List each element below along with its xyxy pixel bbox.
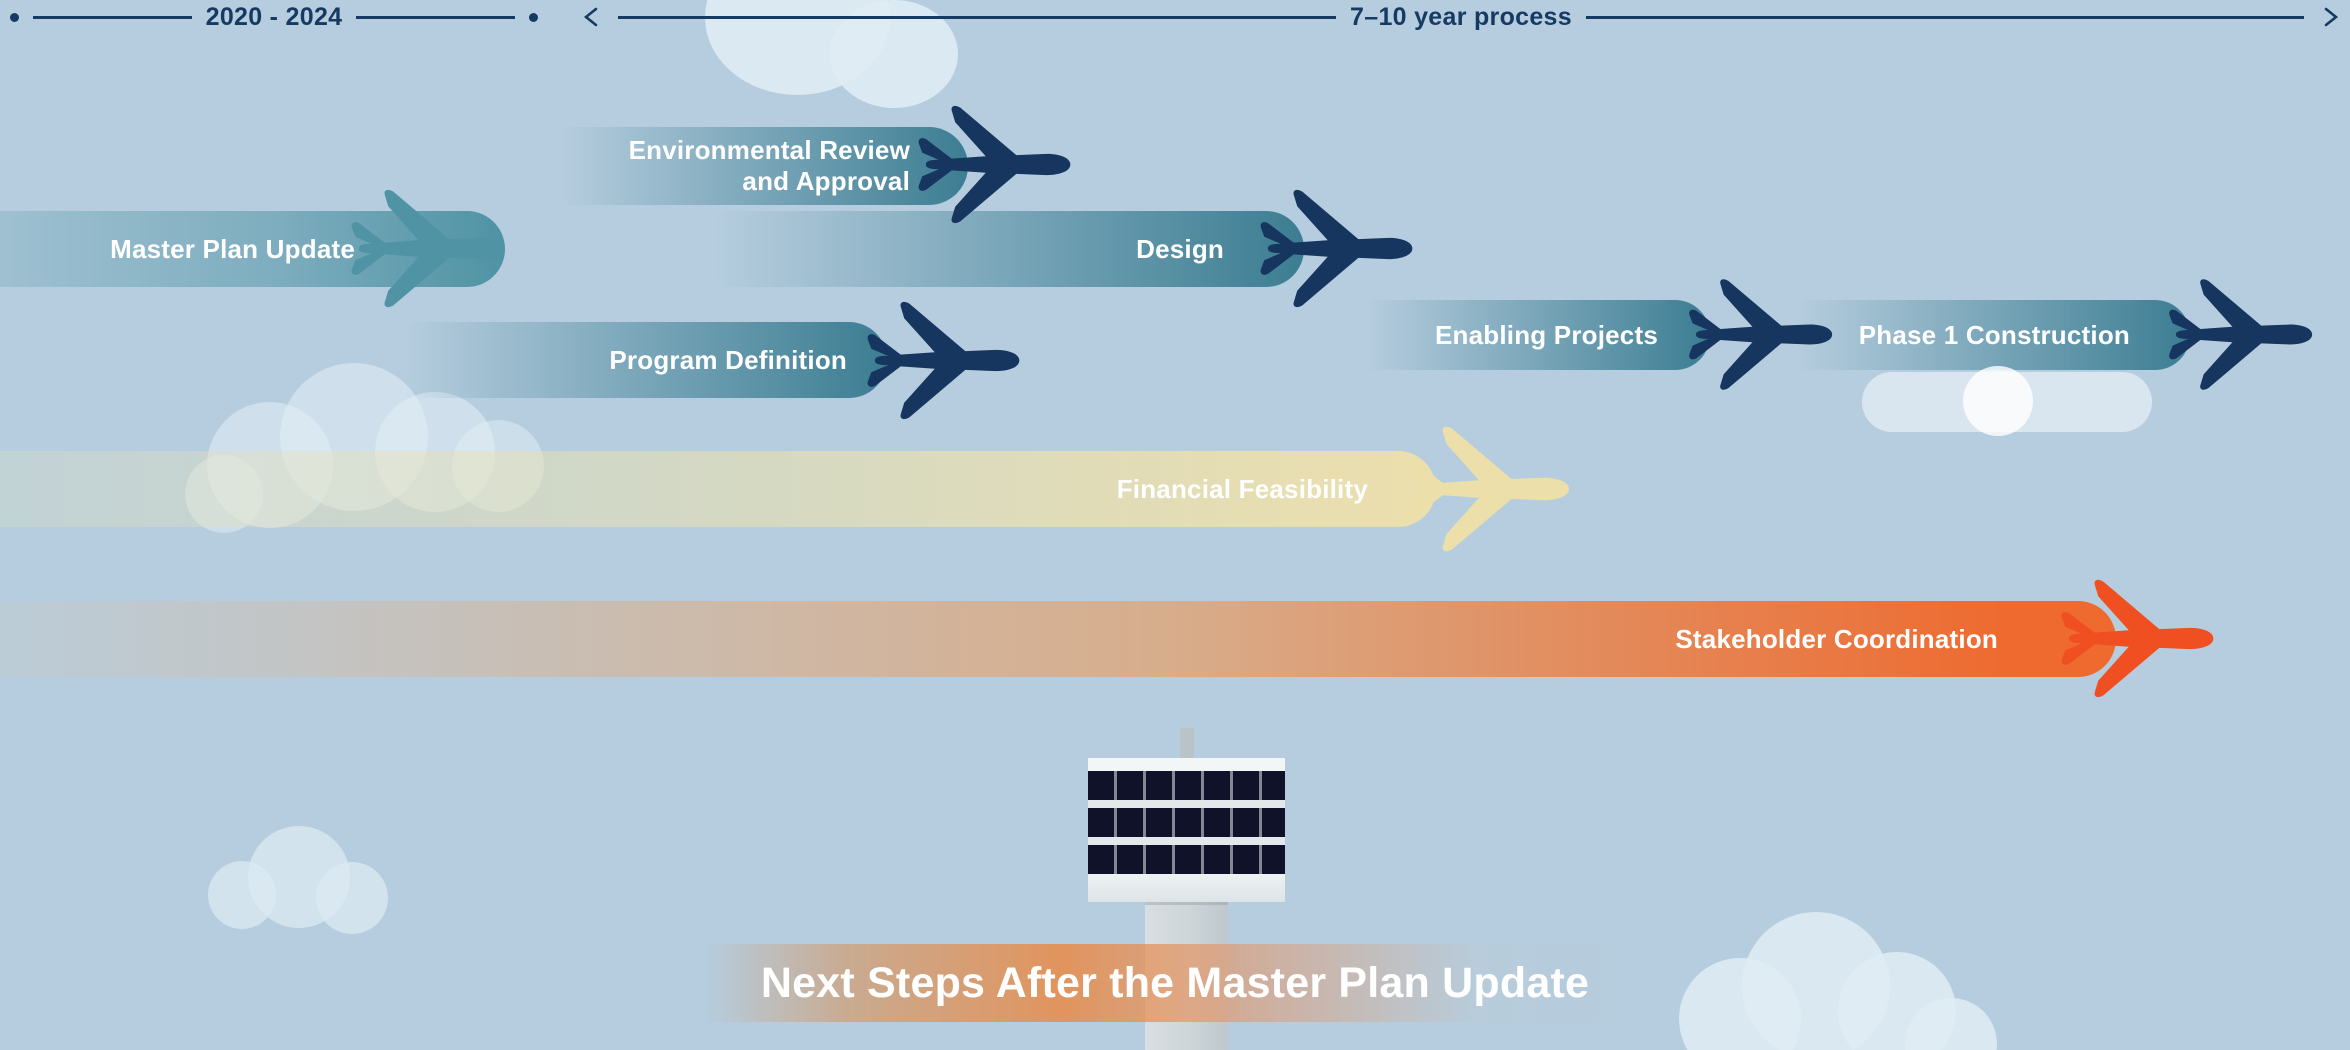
timeline-2020-2024: 2020 - 2024: [10, 2, 538, 32]
tower-cab-base: [1088, 874, 1285, 902]
phase-label: Environmental Review and Approval: [629, 135, 968, 196]
tower-window-band: [1088, 845, 1285, 874]
plane-icon: [918, 105, 1071, 224]
cloud: [316, 862, 388, 934]
plane-icon: [1689, 279, 1833, 390]
timeline-line: [618, 15, 1337, 19]
trail-stakeholder-coordination: Stakeholder Coordination: [0, 601, 2116, 677]
arrowhead-right-icon: [2324, 7, 2339, 27]
phase-label: Enabling Projects: [1434, 319, 1658, 350]
trail-design: Design: [716, 211, 1304, 287]
tower-window-band: [1088, 808, 1285, 837]
title-banner: Next Steps After the Master Plan Update: [705, 944, 1645, 1022]
plane-icon: [867, 301, 1020, 420]
cloud: [1963, 366, 2033, 436]
trail-financial-feasibility: Financial Feasibility: [0, 451, 1436, 527]
timeline-right-label: 7–10 year process: [1350, 2, 1572, 31]
timeline-dot: [10, 12, 19, 22]
timeline-dot: [529, 12, 538, 22]
phase-label-line: Environmental Review: [628, 135, 910, 166]
plane-icon: [2061, 579, 2214, 698]
tower-cab-strip: [1088, 758, 1285, 771]
phase-label: Master Plan Update: [110, 233, 355, 264]
timeline-line: [356, 15, 515, 19]
phase-label: Stakeholder Coordination: [1675, 623, 1998, 654]
plane-icon: [351, 189, 504, 308]
plane-icon: [1260, 189, 1413, 308]
timeline-process-span: 7–10 year process: [582, 2, 2340, 32]
trail-environmental-review: Environmental Review and Approval: [562, 127, 968, 205]
trail-enabling-projects: Enabling Projects: [1368, 300, 1710, 370]
timeline-left-label: 2020 - 2024: [205, 2, 343, 31]
trail-program-definition: Program Definition: [405, 322, 887, 398]
phase-label: Design: [1136, 233, 1224, 264]
phase-label: Phase 1 Construction: [1858, 319, 2130, 350]
arrowhead-left-icon: [583, 7, 598, 27]
timeline-line: [33, 15, 192, 19]
tower-antenna: [1180, 728, 1194, 762]
tower-cab-strip: [1088, 800, 1285, 808]
timeline-line: [1585, 15, 2304, 19]
phase-label: Financial Feasibility: [1116, 473, 1368, 504]
phase-label: Program Definition: [609, 344, 847, 375]
tower-cab-strip: [1088, 837, 1285, 845]
plane-icon: [1407, 426, 1569, 552]
plane-icon: [2169, 279, 2313, 390]
phase-label-line: and Approval: [742, 166, 910, 196]
page-title: Next Steps After the Master Plan Update: [760, 958, 1590, 1007]
tower-cab: [1088, 758, 1285, 902]
tower-window-band: [1088, 771, 1285, 800]
trail-phase-1-construction: Phase 1 Construction: [1798, 300, 2190, 370]
